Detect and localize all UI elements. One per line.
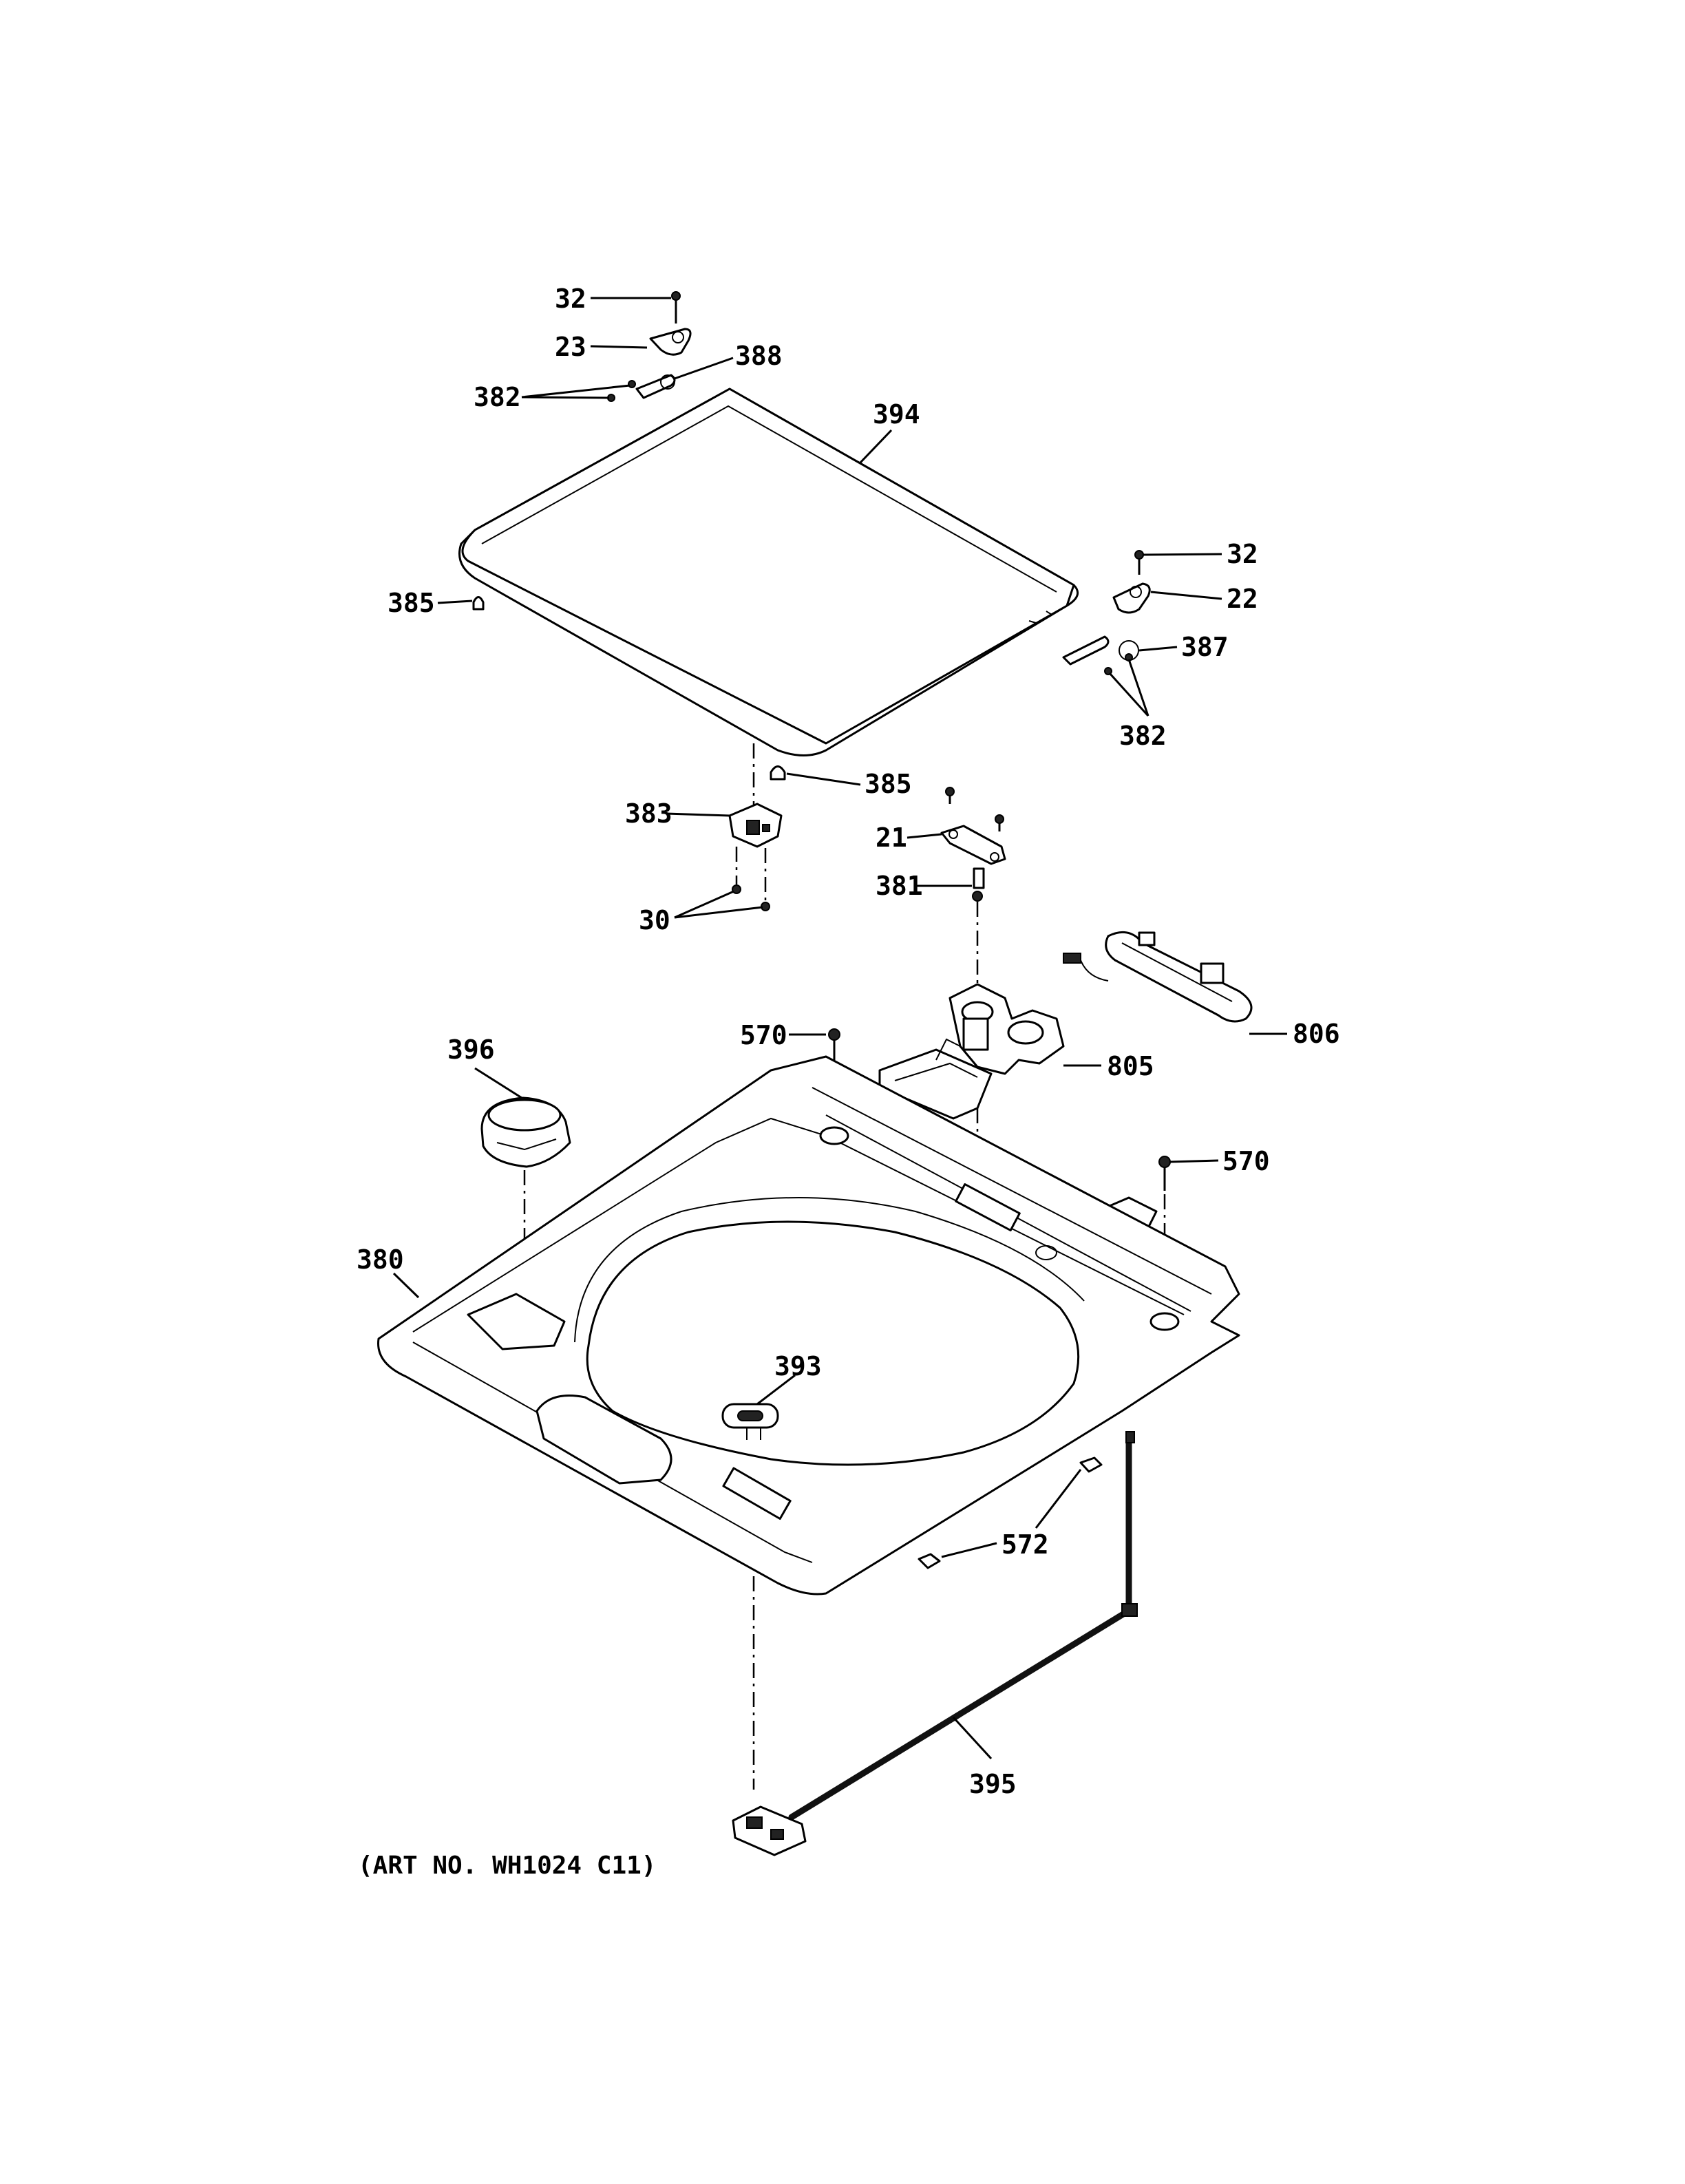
screw-30-a[interactable] (732, 884, 741, 894)
callout-806: 806 (1293, 1019, 1340, 1049)
callout-382-right: 382 (1119, 721, 1167, 751)
callout-570-left: 570 (740, 1020, 787, 1050)
callout-382-left: 382 (474, 382, 521, 412)
cable-harness-395[interactable] (732, 1431, 1138, 1856)
screw-570-left[interactable] (828, 1028, 840, 1067)
dispenser-396[interactable] (480, 1096, 571, 1168)
callout-395: 395 (969, 1769, 1017, 1799)
lid-394[interactable] (458, 388, 1079, 756)
lid-lock-383[interactable] (728, 803, 783, 848)
callout-385-mid: 385 (865, 769, 912, 799)
hinge-plate-388[interactable] (635, 374, 676, 399)
callout-22: 22 (1227, 584, 1258, 614)
screw-570-right[interactable] (1158, 1156, 1171, 1191)
hinge-22[interactable] (1112, 582, 1151, 614)
bumper-385-left[interactable] (472, 596, 485, 611)
screw-bracket-a[interactable] (945, 787, 955, 804)
top-panel-380[interactable] (377, 1055, 1240, 1595)
callout-21: 21 (876, 823, 907, 853)
callout-30: 30 (639, 905, 670, 935)
callout-383: 383 (625, 798, 672, 829)
fitting-381[interactable] (972, 867, 985, 902)
lid-switch-393[interactable] (721, 1403, 779, 1440)
callout-32-right: 32 (1227, 539, 1258, 569)
leader-lines (392, 297, 1287, 1760)
screw-32-top[interactable] (671, 291, 681, 324)
bumper-385-mid[interactable] (770, 765, 786, 781)
callout-23: 23 (555, 332, 586, 362)
bracket-21[interactable] (940, 825, 1006, 865)
callout-396: 396 (447, 1035, 495, 1065)
screw-bracket-b[interactable] (995, 814, 1004, 831)
hinge-23[interactable] (649, 328, 692, 356)
screw-32-right[interactable] (1134, 550, 1144, 575)
water-valve-805[interactable] (878, 983, 1065, 1120)
screw-382-a[interactable] (628, 380, 636, 388)
callout-380: 380 (357, 1244, 404, 1275)
callout-32-top: 32 (555, 284, 586, 314)
clip-572-a[interactable] (918, 1553, 941, 1569)
callout-labels: 32 23 388 382 394 385 32 22 387 382 385 … (357, 284, 1340, 1880)
wire-harness-806[interactable] (1063, 931, 1253, 1023)
callout-572: 572 (1002, 1529, 1049, 1560)
callout-570-right: 570 (1222, 1146, 1270, 1176)
callout-393: 393 (774, 1351, 822, 1381)
callout-394: 394 (873, 399, 920, 430)
clip-572-b[interactable] (1079, 1456, 1103, 1473)
callout-385-left: 385 (388, 588, 435, 618)
callout-387: 387 (1181, 632, 1229, 662)
art-number: (ART NO. WH1024 C11) (358, 1852, 656, 1880)
callout-381: 381 (876, 871, 923, 901)
callout-388: 388 (735, 341, 783, 371)
screw-382-c[interactable] (1104, 667, 1112, 675)
callout-805: 805 (1107, 1051, 1154, 1081)
